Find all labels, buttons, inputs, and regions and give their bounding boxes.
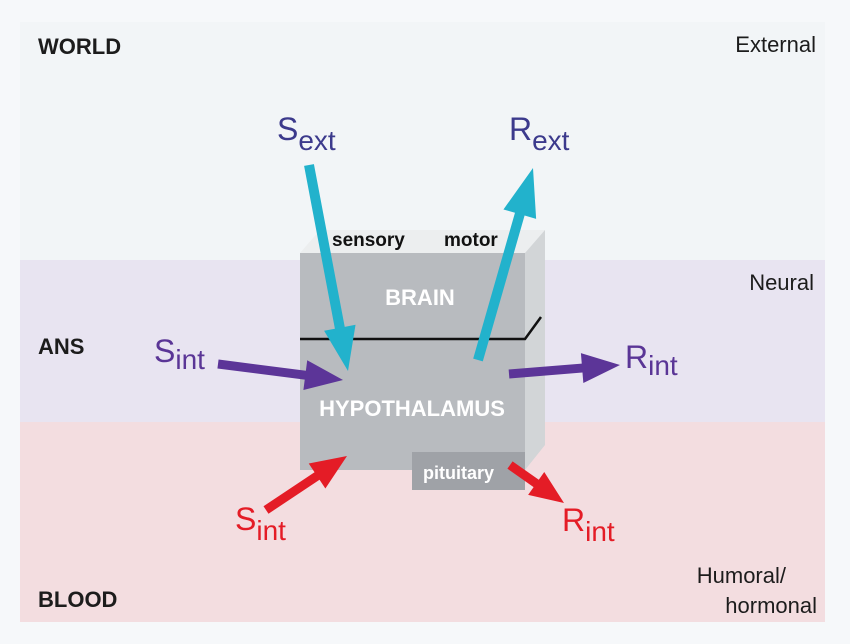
brain-box: sensory motor BRAIN HYPOTHALAMUS pituita… <box>300 230 545 490</box>
box-top-face <box>300 230 545 253</box>
s-ext-label: Sext <box>277 111 336 156</box>
pituitary-region <box>412 452 525 490</box>
box-side-face <box>525 230 545 470</box>
r-int-neural-arrow <box>508 353 620 384</box>
sensory-label: sensory <box>332 230 405 251</box>
s-ext-arrow <box>304 164 356 371</box>
r-ext-arrow <box>473 168 537 362</box>
s-int-neural-arrow <box>217 359 343 391</box>
s-int-blood-arrow <box>263 456 347 514</box>
r-int-blood-arrow <box>507 461 564 503</box>
r-ext-label: Rext <box>509 111 570 156</box>
brain-label: BRAIN <box>385 285 455 310</box>
motor-label: motor <box>444 230 498 251</box>
hypothalamus-label: HYPOTHALAMUS <box>319 396 505 421</box>
ans-label: ANS <box>38 334 84 359</box>
r-int-blood-label: Rint <box>562 502 615 547</box>
humoral-label: Humoral/ <box>697 563 787 588</box>
neural-label: Neural <box>749 270 814 295</box>
world-label: WORLD <box>38 34 121 59</box>
blood-label: BLOOD <box>38 587 117 612</box>
hormonal-label: hormonal <box>725 593 817 618</box>
brain-hypothalamus-divider <box>300 316 543 341</box>
pituitary-label: pituitary <box>423 463 494 483</box>
s-int-neural-label: Sint <box>154 333 205 375</box>
s-int-blood-label: Sint <box>235 501 286 546</box>
world-zone <box>20 22 825 260</box>
external-label: External <box>735 32 816 57</box>
r-int-neural-label: Rint <box>625 339 678 381</box>
